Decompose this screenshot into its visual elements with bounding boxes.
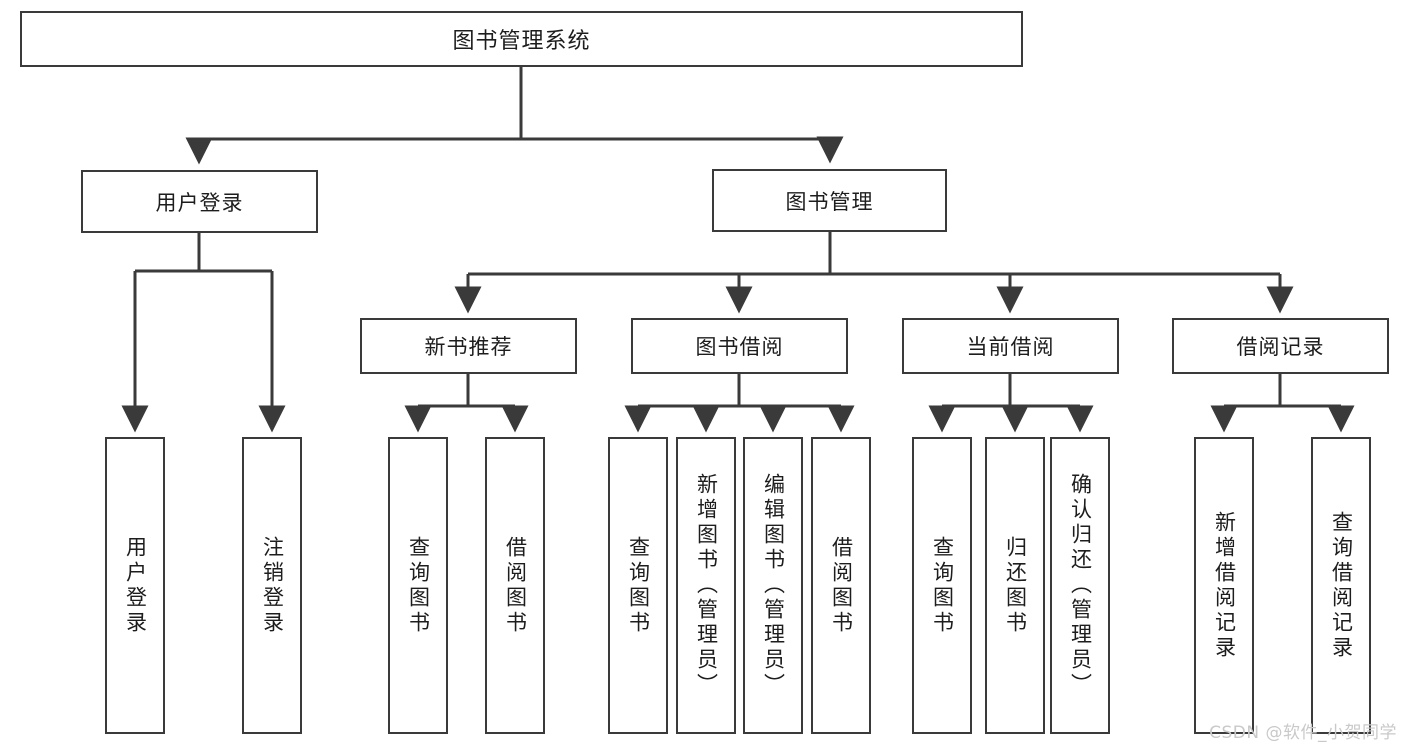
- node-leaf-return-book[interactable]: 归还图书: [985, 437, 1045, 734]
- node-leaf-confirm-return[interactable]: 确认归还（管理员）: [1050, 437, 1110, 734]
- node-leaf-query-book-2[interactable]: 查询图书: [608, 437, 668, 734]
- node-borrow-record[interactable]: 借阅记录: [1172, 318, 1389, 374]
- node-leaf-logout[interactable]: 注销登录: [242, 437, 302, 734]
- node-leaf-user-login-label: 用户登录: [123, 535, 148, 636]
- node-current-borrow-label: 当前借阅: [966, 335, 1055, 359]
- node-leaf-add-record-label: 新增借阅记录: [1212, 510, 1237, 661]
- node-current-borrow[interactable]: 当前借阅: [902, 318, 1119, 374]
- node-leaf-edit-book-label: 编辑图书（管理员）: [761, 473, 786, 698]
- node-user-login-label: 用户登录: [155, 190, 244, 215]
- node-leaf-borrow-book-2[interactable]: 借阅图书: [811, 437, 871, 734]
- node-book-borrow[interactable]: 图书借阅: [631, 318, 848, 374]
- node-leaf-borrow-book-1-label: 借阅图书: [503, 535, 528, 636]
- node-leaf-add-book[interactable]: 新增图书（管理员）: [676, 437, 736, 734]
- node-user-login[interactable]: 用户登录: [81, 170, 318, 233]
- node-leaf-query-book-1-label: 查询图书: [406, 535, 431, 636]
- node-leaf-query-book-1[interactable]: 查询图书: [388, 437, 448, 734]
- node-leaf-user-login[interactable]: 用户登录: [105, 437, 165, 734]
- node-leaf-query-record-label: 查询借阅记录: [1329, 510, 1354, 661]
- node-book-borrow-label: 图书借阅: [695, 335, 784, 359]
- node-leaf-add-book-label: 新增图书（管理员）: [694, 473, 719, 698]
- node-leaf-borrow-book-1[interactable]: 借阅图书: [485, 437, 545, 734]
- node-root[interactable]: 图书管理系统: [20, 11, 1023, 67]
- node-leaf-return-book-label: 归还图书: [1003, 535, 1028, 636]
- node-leaf-confirm-return-label: 确认归还（管理员）: [1068, 473, 1093, 698]
- node-leaf-query-book-3-label: 查询图书: [930, 535, 955, 636]
- node-leaf-query-record[interactable]: 查询借阅记录: [1311, 437, 1371, 734]
- node-new-book-recommend[interactable]: 新书推荐: [360, 318, 577, 374]
- node-borrow-record-label: 借阅记录: [1236, 335, 1325, 359]
- node-leaf-logout-label: 注销登录: [260, 535, 285, 636]
- node-leaf-borrow-book-2-label: 借阅图书: [829, 535, 854, 636]
- watermark: CSDN @软件_小贺同学: [1209, 723, 1397, 743]
- node-leaf-add-record[interactable]: 新增借阅记录: [1194, 437, 1254, 734]
- node-leaf-query-book-2-label: 查询图书: [626, 535, 651, 636]
- node-book-manage[interactable]: 图书管理: [712, 169, 947, 232]
- node-root-label: 图书管理系统: [452, 29, 591, 54]
- node-leaf-edit-book[interactable]: 编辑图书（管理员）: [743, 437, 803, 734]
- node-book-manage-label: 图书管理: [785, 189, 874, 214]
- node-leaf-query-book-3[interactable]: 查询图书: [912, 437, 972, 734]
- node-new-book-recommend-label: 新书推荐: [424, 335, 513, 359]
